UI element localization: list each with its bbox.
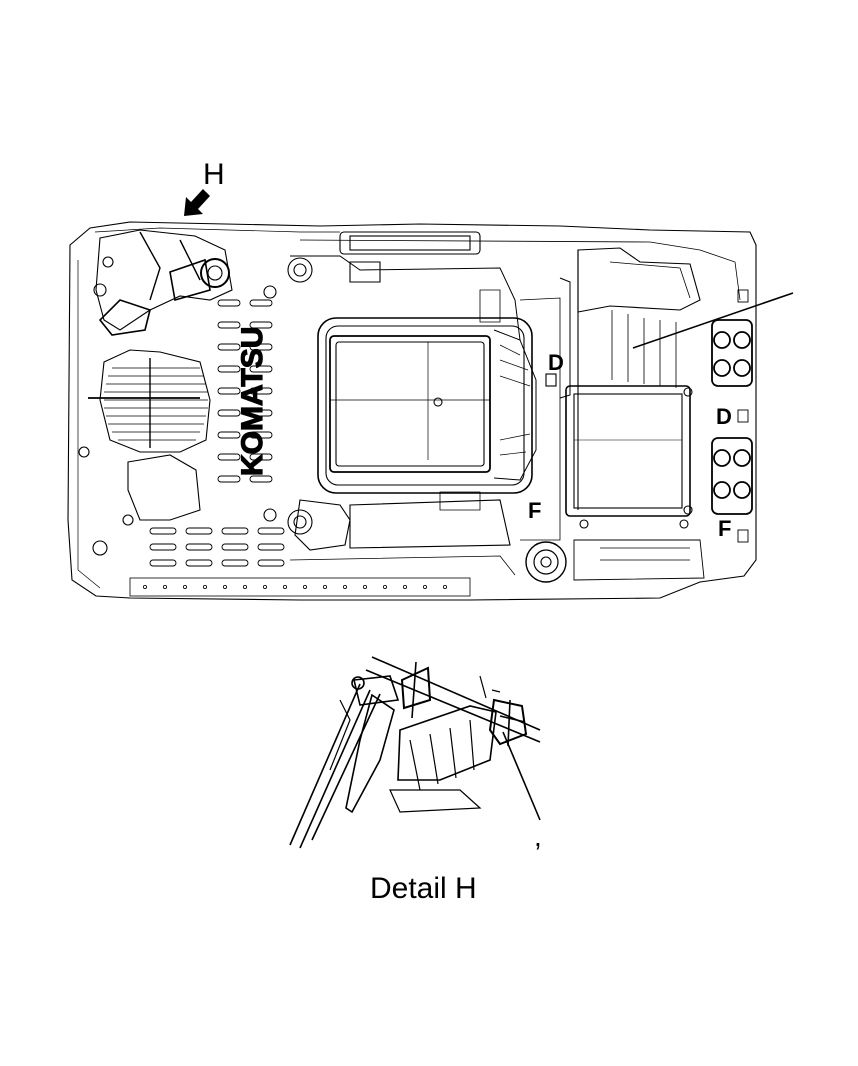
detail-h-view — [289, 656, 541, 849]
label-d-center: D — [548, 350, 564, 375]
detail-mark: , — [534, 821, 542, 852]
machine-top-view — [67, 221, 757, 601]
label-d-right: D — [716, 404, 732, 429]
label-f-center: F — [528, 498, 541, 523]
leader-line-upper — [632, 292, 794, 349]
brand-lettering: KOMATSU — [236, 327, 269, 476]
h-arrow — [184, 189, 210, 216]
label-f-right: F — [718, 516, 731, 541]
label-h: H — [203, 158, 225, 191]
leader-line-detail — [502, 731, 541, 821]
detail-caption: Detail H — [370, 872, 477, 905]
connector-blocks — [711, 319, 753, 515]
